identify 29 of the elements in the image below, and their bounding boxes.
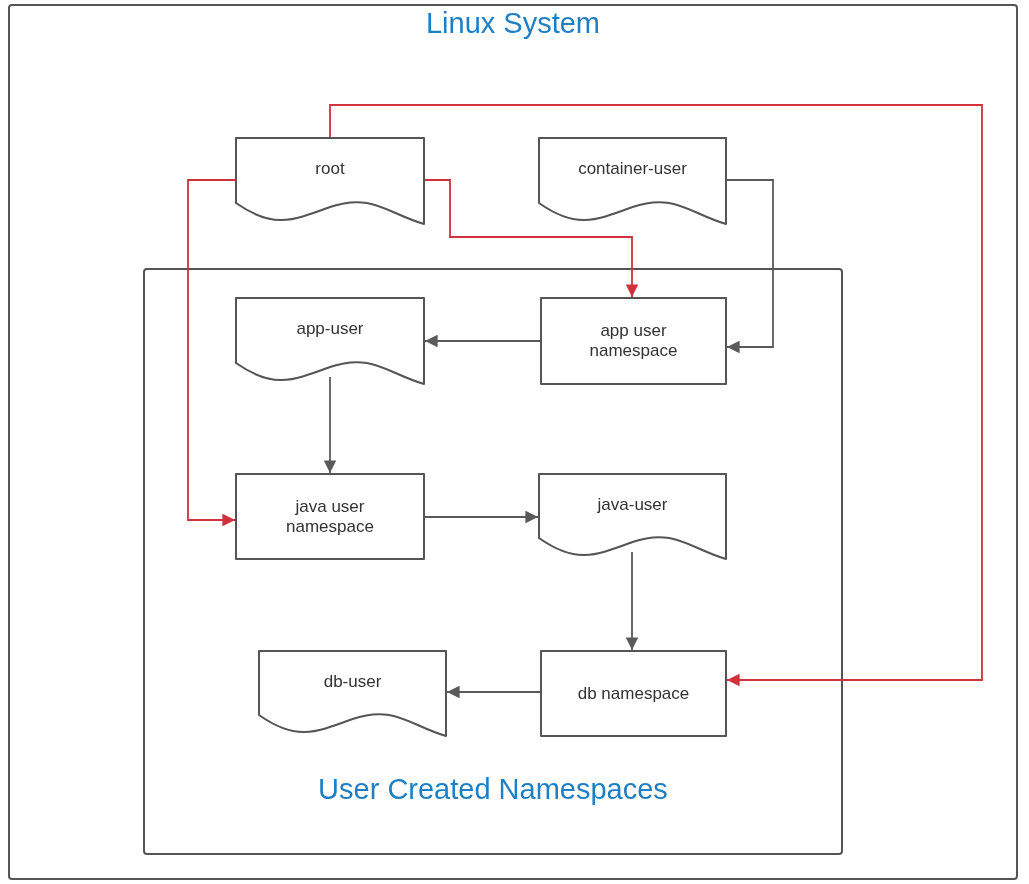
node-label: container-user bbox=[577, 159, 688, 179]
container-frame bbox=[143, 268, 843, 855]
node-label: db namespace bbox=[576, 683, 691, 704]
arrow bbox=[424, 334, 541, 348]
arrow bbox=[446, 685, 541, 699]
arrow bbox=[726, 179, 774, 354]
arrow bbox=[323, 376, 337, 474]
process-box bbox=[235, 473, 425, 560]
frame-title: User Created Namespaces bbox=[317, 772, 669, 806]
arrow bbox=[329, 104, 983, 687]
process-box bbox=[540, 650, 727, 737]
document-shape bbox=[538, 137, 727, 225]
node-label: root bbox=[314, 159, 346, 179]
node-label: app user namespace bbox=[588, 321, 679, 361]
node-label: java user namespace bbox=[285, 496, 375, 537]
node-label: java-user bbox=[596, 495, 669, 515]
document-shape bbox=[235, 297, 425, 385]
arrow bbox=[424, 510, 539, 524]
container-frame bbox=[8, 4, 1018, 880]
node-label: db-user bbox=[322, 672, 383, 692]
document-shape bbox=[258, 650, 447, 737]
node-label: app-user bbox=[295, 319, 365, 339]
arrow bbox=[424, 179, 639, 298]
document-shape bbox=[538, 473, 727, 560]
document-shape bbox=[235, 137, 425, 225]
frame-title: Linux System bbox=[424, 6, 602, 40]
process-box bbox=[540, 297, 727, 385]
arrow bbox=[625, 551, 639, 651]
arrow bbox=[187, 179, 236, 527]
